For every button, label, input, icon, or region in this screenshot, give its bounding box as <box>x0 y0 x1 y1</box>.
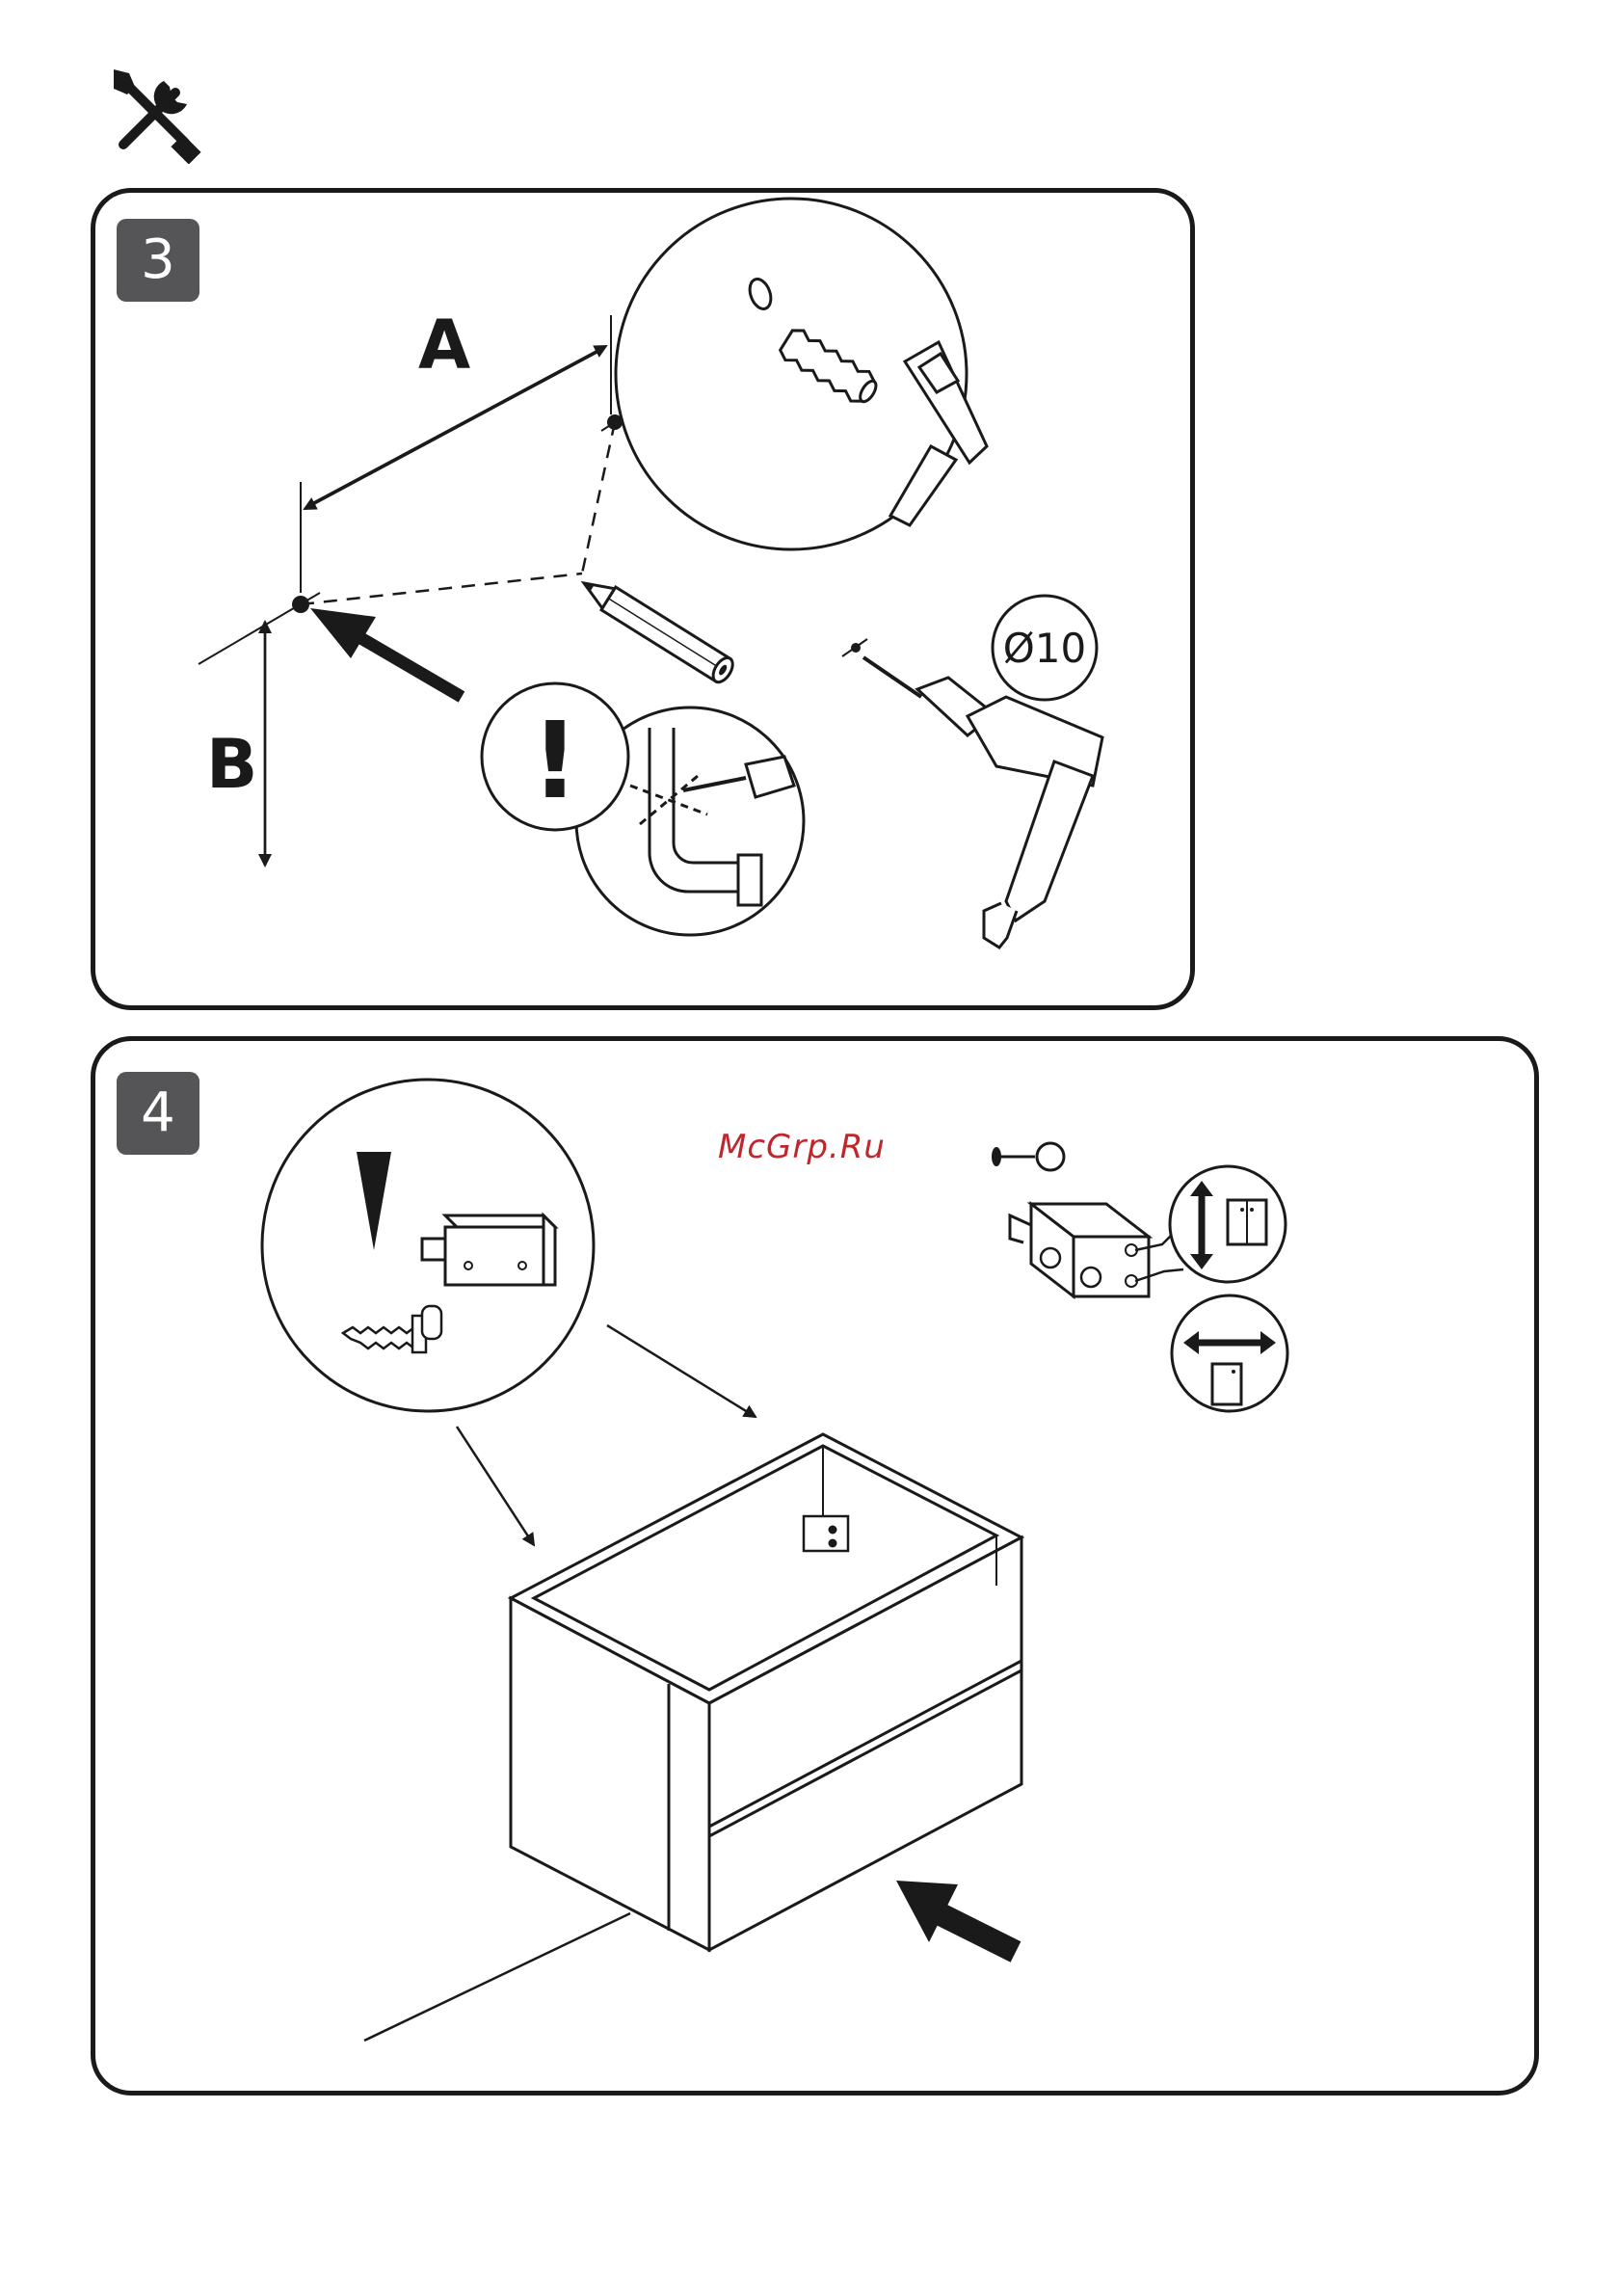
pipe-warning-icon: ! <box>482 683 804 935</box>
dimension-b: B <box>206 622 265 866</box>
push-arrow-icon <box>896 1881 1016 1952</box>
pencil-icon <box>577 572 737 685</box>
step-4-illustration <box>91 1036 1539 2096</box>
cabinet-icon <box>511 1434 1021 1950</box>
diameter-badge: Ø10 <box>993 596 1097 700</box>
adjust-horizontal-icon <box>1172 1295 1287 1411</box>
adjust-vertical-icon <box>1170 1166 1286 1282</box>
diameter-label: Ø10 <box>1003 625 1087 672</box>
adjust-bracket-detail <box>992 1143 1183 1296</box>
label-a: A <box>418 306 470 385</box>
step-3-illustration: A B <box>91 188 1195 1010</box>
pointer-arrow-icon <box>310 608 462 697</box>
bracket-detail <box>262 1080 594 1411</box>
label-b: B <box>206 725 257 804</box>
wall-plug-detail <box>616 199 987 549</box>
dimension-a: A <box>301 306 611 593</box>
warning-mark: ! <box>531 699 579 822</box>
tools-icon <box>104 64 204 164</box>
